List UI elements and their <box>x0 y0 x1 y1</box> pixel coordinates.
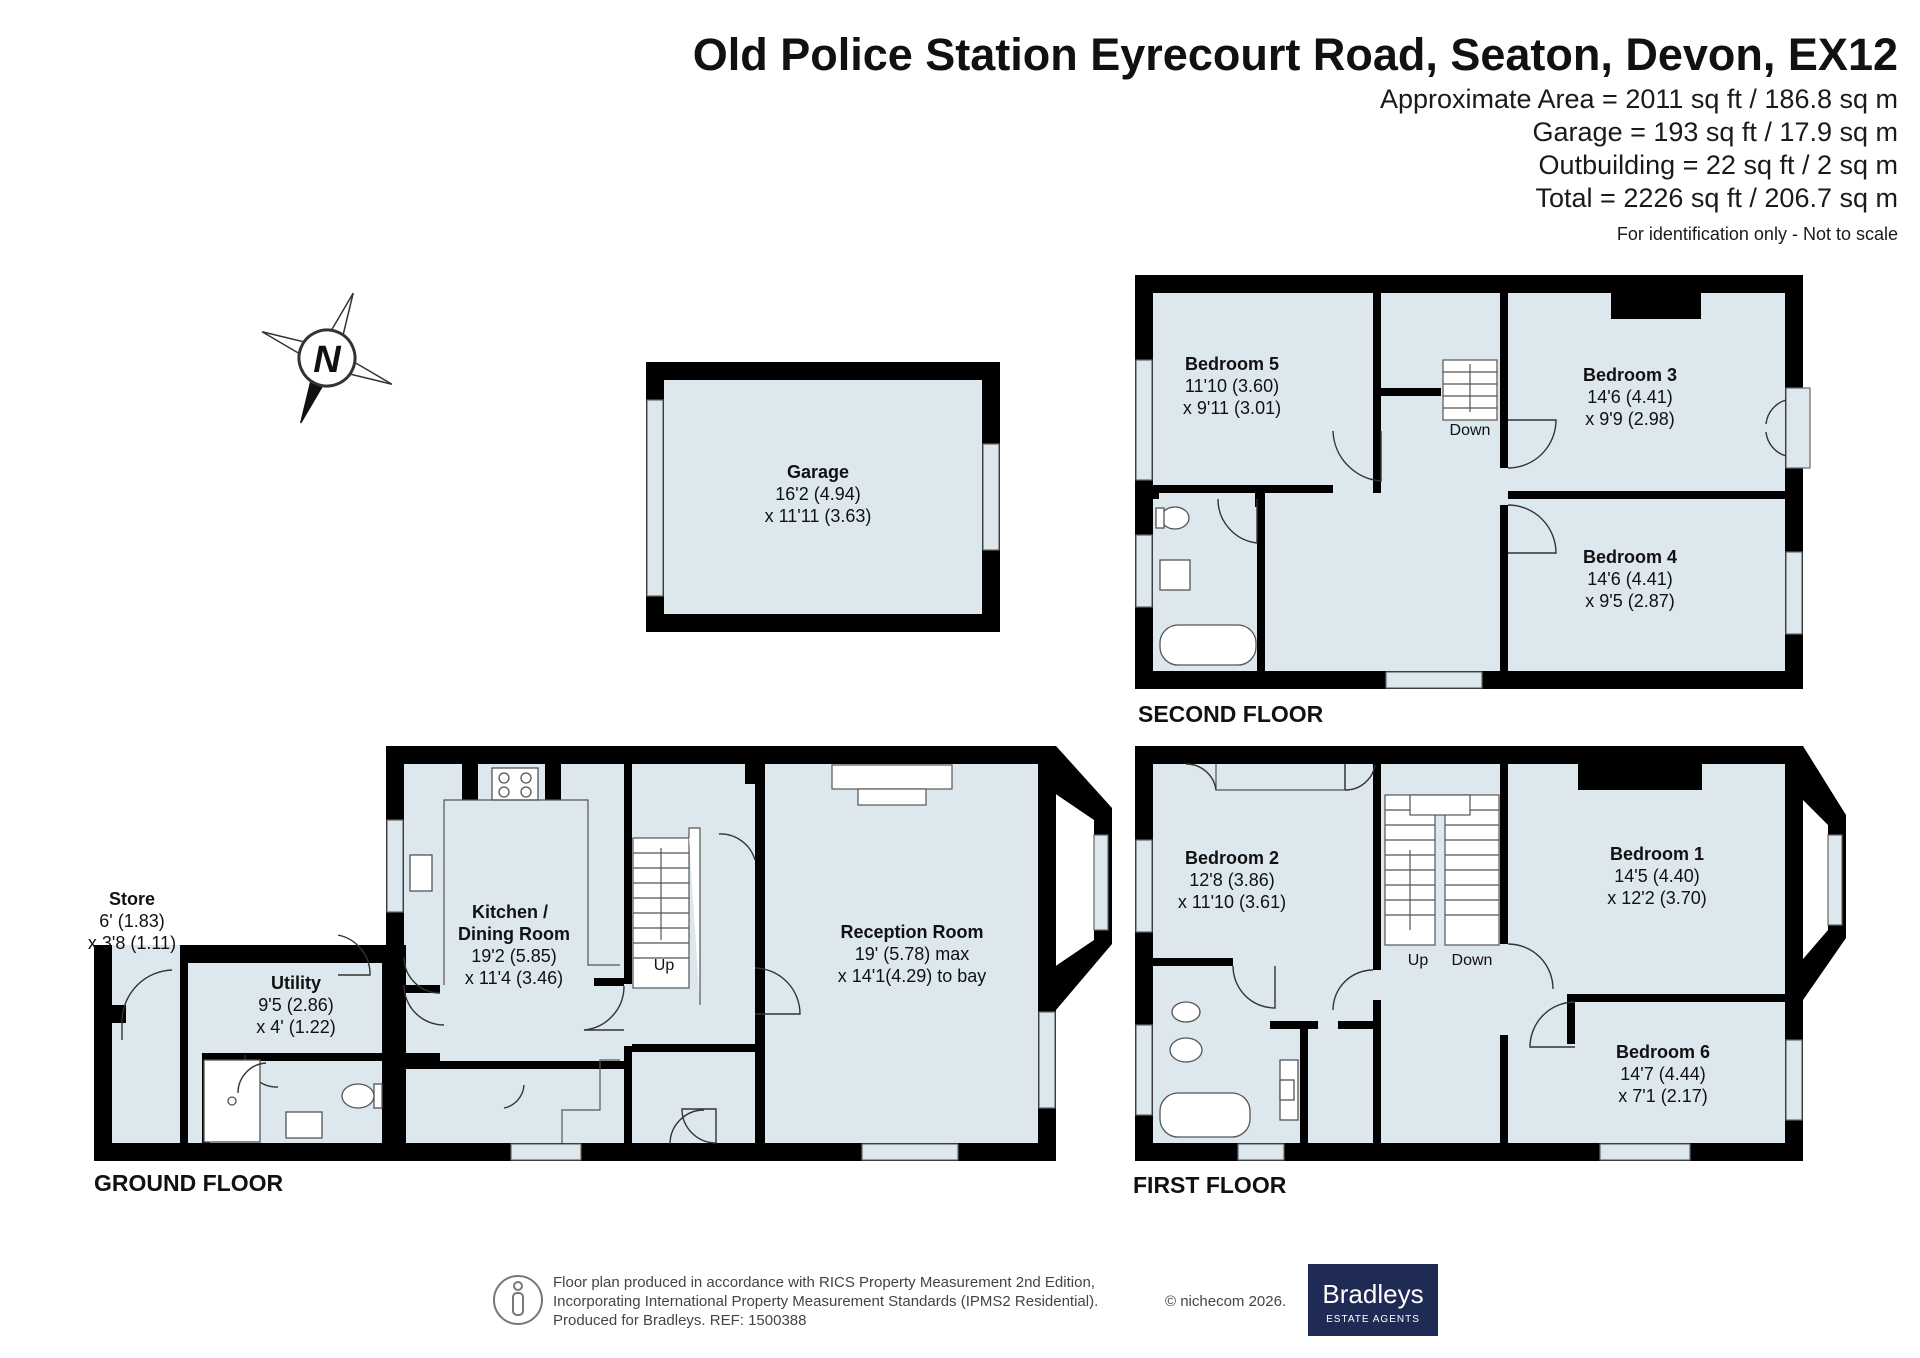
ground-floor-stairs-up-label: Up <box>654 957 675 974</box>
kitchen-dim-width: x 11'4 (3.46) <box>465 968 563 988</box>
bedroom6-dim-length: 14'7 (4.44) <box>1620 1064 1706 1084</box>
second-floor-stairs-down-label: Down <box>1450 422 1491 439</box>
garage-area: Garage = 193 sq ft / 17.9 sq m <box>1533 117 1898 147</box>
kitchen-label-line2: Dining Room <box>458 924 570 944</box>
garage-label: Garage <box>787 462 849 482</box>
store-dim-width: x 3'8 (1.11) <box>88 933 176 953</box>
utility-dim-width: x 4' (1.22) <box>256 1017 335 1037</box>
north-compass-icon <box>261 292 393 424</box>
first-floor-plan <box>1135 746 1846 1161</box>
garage-plan <box>646 362 1000 632</box>
bedroom1-dim-length: 14'5 (4.40) <box>1614 866 1700 886</box>
bedroom1-label: Bedroom 1 <box>1610 844 1704 864</box>
compass-north-label: N <box>313 339 342 381</box>
first-floor-stairs-up-label: Up <box>1408 952 1429 969</box>
second-floor-label: SECOND FLOOR <box>1138 701 1324 727</box>
footer-reference-line: Produced for Bradleys. REF: 1500388 <box>553 1312 806 1329</box>
reception-label: Reception Room <box>840 922 983 942</box>
second-floor-plan <box>1135 275 1811 689</box>
brand-subtitle: ESTATE AGENTS <box>1326 1314 1420 1325</box>
footer-copyright: © nichecom 2026. <box>1165 1293 1286 1310</box>
scale-disclaimer: For identification only - Not to scale <box>1617 224 1898 244</box>
store-label: Store <box>109 889 155 909</box>
measurement-standard-icon <box>493 1275 543 1325</box>
bedroom5-dim-length: 11'10 (3.60) <box>1185 376 1279 396</box>
bedroom5-label: Bedroom 5 <box>1185 354 1279 374</box>
bedroom6-label: Bedroom 6 <box>1616 1042 1710 1062</box>
bedroom2-dim-length: 12'8 (3.86) <box>1189 870 1275 890</box>
property-title: Old Police Station Eyrecourt Road, Seato… <box>693 29 1898 80</box>
first-floor-label: FIRST FLOOR <box>1133 1172 1287 1198</box>
bedroom4-dim-length: 14'6 (4.41) <box>1587 569 1673 589</box>
bedroom1-dim-width: x 12'2 (3.70) <box>1607 888 1707 908</box>
brand-name: Bradleys <box>1322 1279 1423 1309</box>
bedroom2-dim-width: x 11'10 (3.61) <box>1178 892 1286 912</box>
footer-ipms-line: Incorporating International Property Mea… <box>553 1293 1098 1310</box>
approximate-area: Approximate Area = 2011 sq ft / 186.8 sq… <box>1380 84 1898 114</box>
kitchen-dim-length: 19'2 (5.85) <box>471 946 557 966</box>
store-dim-length: 6' (1.83) <box>99 911 164 931</box>
reception-dim-width: x 14'1(4.29) to bay <box>838 966 987 986</box>
outbuilding-area: Outbuilding = 22 sq ft / 2 sq m <box>1539 150 1898 180</box>
total-area: Total = 2226 sq ft / 206.7 sq m <box>1536 183 1898 213</box>
bedroom5-dim-width: x 9'11 (3.01) <box>1183 398 1281 418</box>
footer-rics-line: Floor plan produced in accordance with R… <box>553 1274 1095 1291</box>
bedroom3-label: Bedroom 3 <box>1583 365 1677 385</box>
bedroom4-label: Bedroom 4 <box>1583 547 1677 567</box>
utility-dim-length: 9'5 (2.86) <box>258 995 333 1015</box>
bedroom4-dim-width: x 9'5 (2.87) <box>1585 591 1674 611</box>
bradleys-logo: Bradleys ESTATE AGENTS <box>1308 1264 1438 1336</box>
bedroom3-dim-width: x 9'9 (2.98) <box>1585 409 1674 429</box>
ground-floor-plan <box>94 746 1112 1161</box>
ground-floor-label: GROUND FLOOR <box>94 1170 283 1196</box>
bedroom3-dim-length: 14'6 (4.41) <box>1587 387 1673 407</box>
garage-dim-length: 16'2 (4.94) <box>775 484 861 504</box>
utility-label: Utility <box>271 973 321 993</box>
bedroom6-dim-width: x 7'1 (2.17) <box>1618 1086 1707 1106</box>
first-floor-stairs-down-label: Down <box>1452 952 1493 969</box>
bedroom2-label: Bedroom 2 <box>1185 848 1279 868</box>
reception-dim-length: 19' (5.78) max <box>855 944 970 964</box>
kitchen-label-line1: Kitchen / <box>472 902 548 922</box>
garage-dim-width: x 11'11 (3.63) <box>765 506 872 526</box>
